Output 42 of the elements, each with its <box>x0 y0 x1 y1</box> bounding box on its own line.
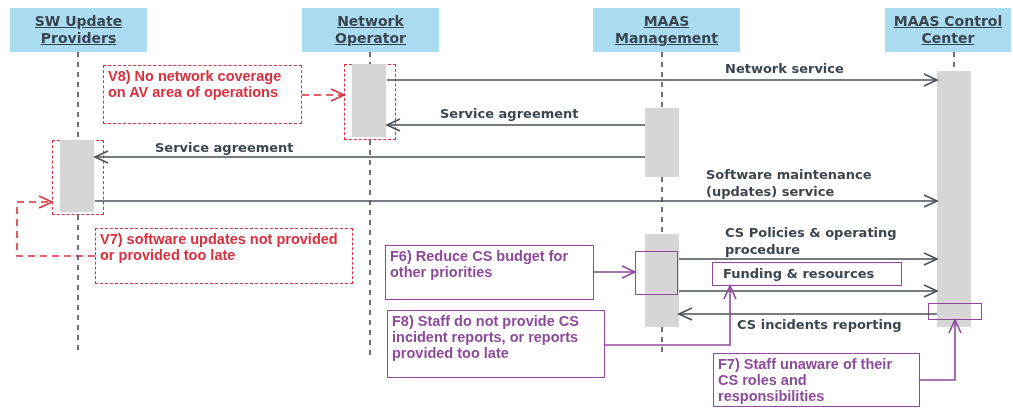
message-label: CS incidents reporting <box>737 316 902 333</box>
flaw-note: F7) Staff unaware of their CS roles and responsibilities <box>713 353 920 407</box>
message-arrow <box>94 150 646 164</box>
message-arrow <box>386 118 646 132</box>
highlight-frame <box>635 251 678 295</box>
message-arrow <box>678 284 938 298</box>
flaw-note: F6) Reduce CS budget for other priorities <box>385 245 594 300</box>
lifeline <box>661 176 663 235</box>
highlight-frame <box>712 262 902 286</box>
message-label: Network service <box>725 60 844 77</box>
message-arrow <box>678 307 938 321</box>
dashed-arrow <box>301 88 345 102</box>
leader-arrow <box>919 319 962 381</box>
message-arrow <box>386 73 938 87</box>
dashed-arrow <box>16 195 96 257</box>
activation-bar <box>352 64 387 138</box>
activation-bar <box>60 140 95 213</box>
participant-header: Network Operator <box>302 8 439 52</box>
leader-arrow <box>593 265 636 279</box>
message-label: Service agreement <box>440 105 579 122</box>
participant-header: SW Update Providers <box>10 8 147 52</box>
vulnerability-note: V8) No network coverage on AV area of operations <box>103 65 302 124</box>
participant-header: MAAS Management <box>593 8 740 52</box>
participant-header: MAAS Control Center <box>885 8 1011 52</box>
lifeline <box>369 51 371 65</box>
message-label: Funding & resources <box>723 265 875 282</box>
activation-bar <box>645 234 679 327</box>
leader-arrow <box>604 285 737 346</box>
activation-bar <box>645 108 679 177</box>
message-arrow <box>94 194 938 208</box>
activation-bar <box>937 71 971 327</box>
vulnerability-note: V7) software updates not provided or provided too late <box>95 228 353 284</box>
message-label: Service agreement <box>155 139 294 156</box>
lifeline <box>661 51 663 109</box>
flaw-note: F8) Staff do not provide CS incident reports, or reports provided too late <box>387 310 605 378</box>
message-label: CS Policies & operating procedure <box>725 224 898 258</box>
lifeline <box>369 139 371 356</box>
highlight-frame <box>52 140 104 215</box>
message-arrow <box>678 252 938 266</box>
highlight-frame <box>928 303 982 320</box>
message-label: Software maintenance (updates) service <box>706 166 873 200</box>
highlight-frame <box>344 64 396 140</box>
